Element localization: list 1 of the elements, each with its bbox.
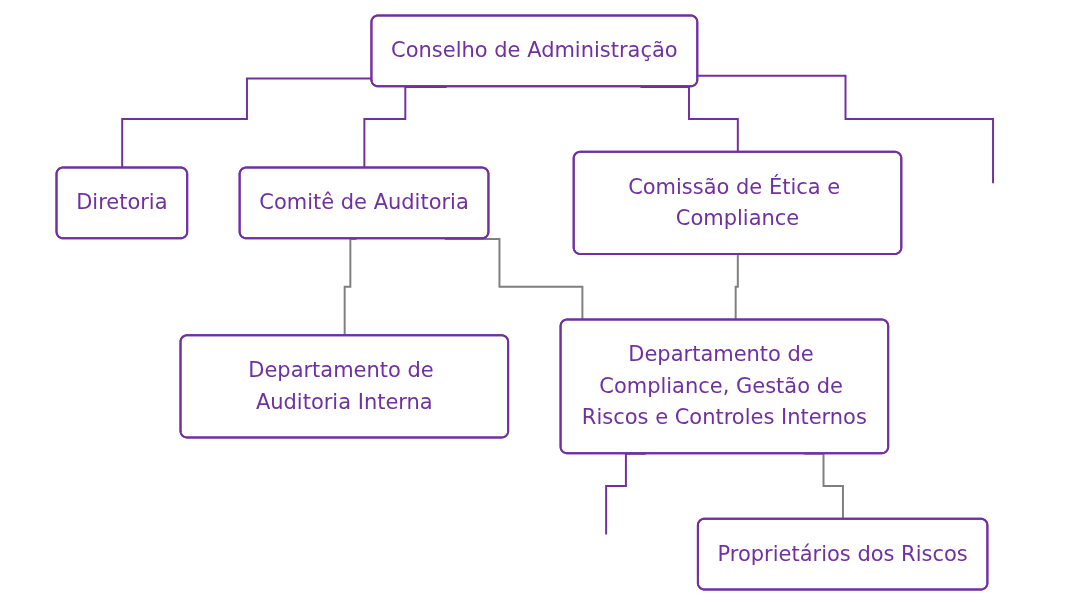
connector xyxy=(697,74,995,185)
